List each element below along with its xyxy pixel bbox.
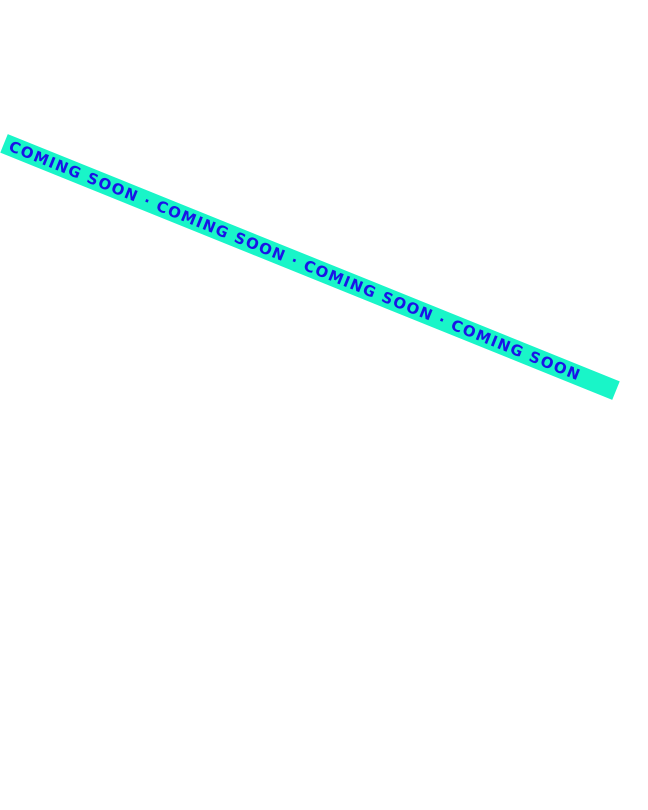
banner-text: COMING SOON · COMING SOON · COMING SOON …: [6, 137, 584, 385]
coming-soon-banner: COMING SOON · COMING SOON · COMING SOON …: [0, 134, 620, 400]
